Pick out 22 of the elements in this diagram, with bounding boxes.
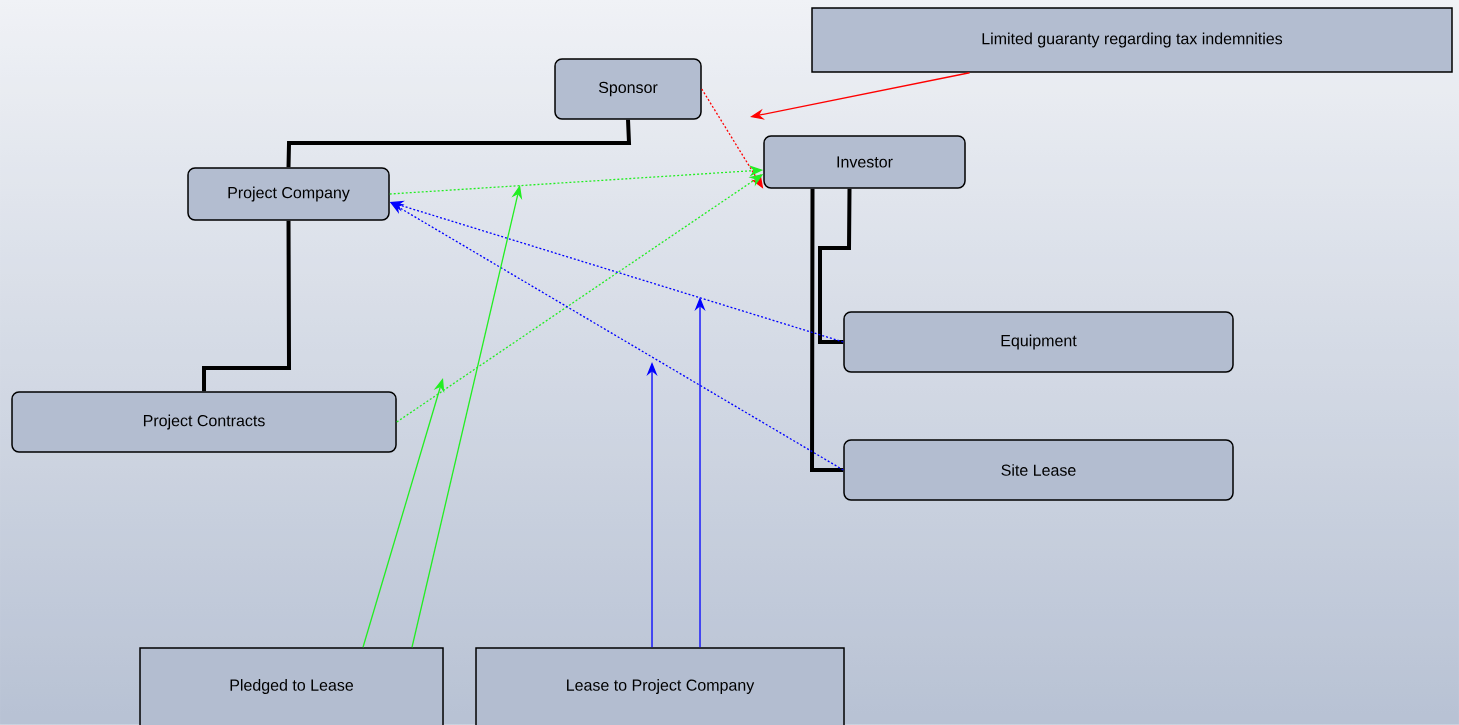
process-box — [843, 439, 1234, 501]
process-box — [187, 167, 390, 221]
node-label: Project Contracts — [143, 414, 265, 430]
node-label: Sponsor — [598, 81, 658, 97]
node-label: Investor — [837, 156, 893, 168]
connector-line — [818, 188, 852, 344]
note-box — [811, 7, 1453, 73]
node-label: Project Company — [228, 186, 350, 202]
node-label: Equipment — [1001, 334, 1077, 350]
note-box — [475, 647, 845, 725]
connector-line — [202, 220, 291, 392]
connector-line — [810, 188, 844, 472]
connector-line — [286, 119, 632, 168]
process-box — [11, 391, 397, 453]
node-label: Limited guaranty regarding tax indemnities — [982, 32, 1283, 48]
node-label: Site Lease — [1001, 464, 1076, 476]
process-box — [554, 58, 702, 120]
process-box — [763, 135, 966, 189]
node-label: Lease to Project Company — [567, 679, 755, 694]
note-box — [139, 647, 444, 725]
process-box — [843, 311, 1234, 373]
node-label: Pledged to Lease — [230, 679, 354, 694]
